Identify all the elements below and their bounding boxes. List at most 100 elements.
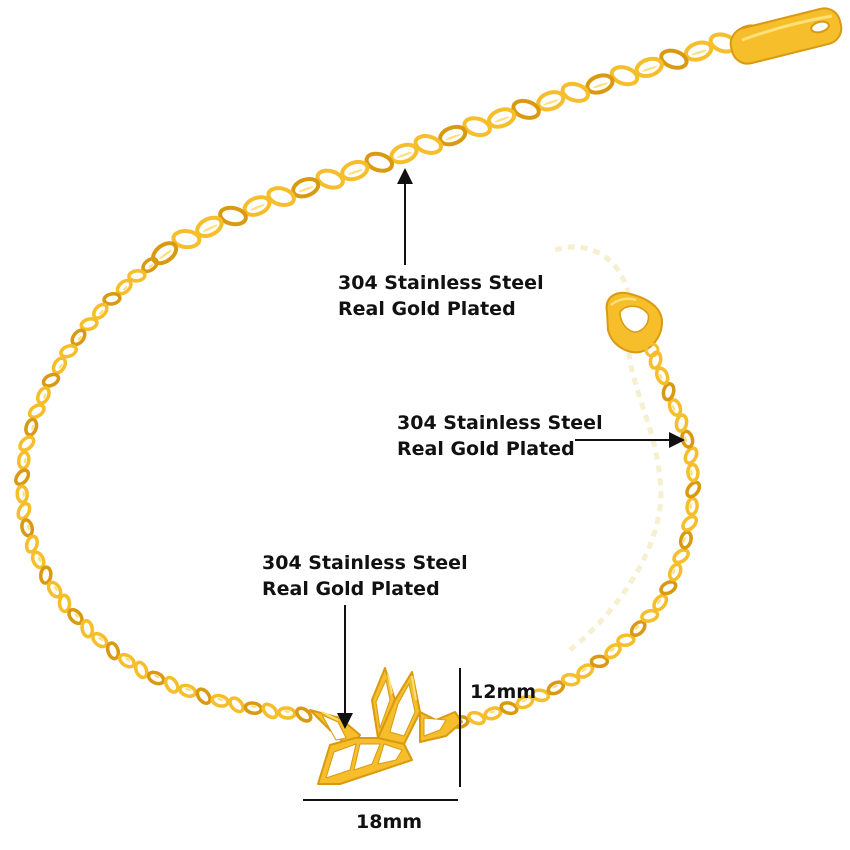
chain-link xyxy=(59,343,79,359)
chain-link-highlight xyxy=(445,134,461,140)
chain-link xyxy=(178,683,198,698)
chain-link xyxy=(210,693,230,708)
chain-link-highlight xyxy=(672,405,676,411)
chain-link xyxy=(589,654,610,669)
chain-link xyxy=(674,413,689,433)
chain-link-highlight xyxy=(659,373,663,380)
chain-link-highlight xyxy=(634,625,640,630)
chain-link xyxy=(659,580,678,596)
chain-link xyxy=(546,680,566,696)
chain-link xyxy=(609,65,640,87)
chain-link xyxy=(616,633,636,648)
chain xyxy=(14,24,763,729)
chain-link xyxy=(20,518,35,538)
callout-line-plating: Real Gold Plated xyxy=(338,298,516,320)
chain-link xyxy=(67,607,84,626)
chain-link xyxy=(57,593,72,614)
chain-link xyxy=(171,229,202,250)
chain-link xyxy=(678,530,693,550)
chain-link xyxy=(16,501,32,521)
chain-link-highlight xyxy=(609,647,615,653)
chain-link xyxy=(683,40,714,62)
chain-link-highlight xyxy=(683,536,686,543)
chain-link xyxy=(629,620,647,637)
chain-link xyxy=(79,317,99,332)
chain-link xyxy=(36,386,51,405)
chain-link xyxy=(654,366,670,386)
chain-link-highlight xyxy=(284,710,291,713)
chain-link xyxy=(261,702,279,720)
chain-link xyxy=(295,706,313,723)
chain-link xyxy=(681,514,699,532)
chain-link xyxy=(585,73,615,95)
chain-link xyxy=(483,706,503,721)
chain-link xyxy=(243,701,263,715)
chain-link-highlight xyxy=(153,674,160,679)
chain-link-highlight xyxy=(347,169,363,175)
chain-link-highlight xyxy=(489,710,496,714)
chain-link-highlight xyxy=(43,393,47,399)
chain-link xyxy=(659,48,689,70)
chain-link xyxy=(30,550,46,570)
chain-link xyxy=(576,663,595,679)
chain-link-highlight xyxy=(185,687,191,691)
height-dimension-label: 12mm xyxy=(470,681,537,703)
chain-link xyxy=(652,593,669,612)
chain-link-highlight xyxy=(298,186,314,193)
chain-link xyxy=(661,382,676,402)
chain-link xyxy=(340,159,370,182)
callout-line-material: 304 Stainless Steel xyxy=(338,272,544,294)
chain-link xyxy=(117,652,136,669)
chain-link-highlight xyxy=(99,309,104,315)
chain-link-highlight xyxy=(250,705,257,708)
callout-line-material: 304 Stainless Steel xyxy=(262,552,468,574)
callout-line-material: 304 Stainless Steel xyxy=(397,412,603,434)
chain-link xyxy=(277,706,297,720)
chain-link xyxy=(389,142,419,165)
chain-link xyxy=(24,534,39,554)
chain-link-highlight xyxy=(74,613,79,618)
chain-link xyxy=(499,701,519,716)
width-dimension-label: 18mm xyxy=(356,811,423,833)
chain-link xyxy=(91,631,109,649)
chain-link-highlight xyxy=(250,204,265,211)
chain-link-highlight xyxy=(148,264,154,269)
chain-link xyxy=(105,641,121,661)
chain-reflection xyxy=(554,244,664,652)
chain-link-highlight xyxy=(543,99,559,106)
origami-crane-pendant xyxy=(309,667,463,785)
chain-link xyxy=(536,90,566,112)
chain-link-highlight xyxy=(581,667,588,672)
chain-link-highlight xyxy=(689,503,692,510)
chain-link xyxy=(413,134,444,155)
chain-link xyxy=(487,107,517,129)
chain-link-highlight xyxy=(31,424,35,431)
chain-link-highlight xyxy=(691,49,707,56)
chain-link xyxy=(291,176,321,199)
chain-link xyxy=(127,269,147,283)
chain-link xyxy=(195,215,224,239)
chain-link xyxy=(16,450,31,471)
callout-line-plating: Real Gold Plated xyxy=(262,578,440,600)
chain-link xyxy=(634,56,664,79)
chain-link xyxy=(511,98,541,120)
chain-link xyxy=(24,417,39,437)
chain-link xyxy=(604,643,622,660)
callout-pendant-material: 304 Stainless Steel Real Gold Plated xyxy=(262,550,468,602)
chain-link xyxy=(515,694,535,710)
chain-link xyxy=(39,565,53,585)
chain-link-highlight xyxy=(27,524,30,531)
chain-link xyxy=(315,168,345,190)
chain-link xyxy=(15,484,29,504)
chain-link xyxy=(46,580,63,599)
chain-link-highlight xyxy=(53,586,58,592)
chain-link xyxy=(667,397,683,417)
chain-link xyxy=(530,688,551,703)
chain-link-highlight xyxy=(125,657,131,662)
chain-link xyxy=(640,608,660,623)
chain-link-highlight xyxy=(77,335,82,341)
chain-link-highlight xyxy=(98,636,104,642)
chain-link xyxy=(228,696,245,714)
chain-link-highlight xyxy=(494,116,510,123)
